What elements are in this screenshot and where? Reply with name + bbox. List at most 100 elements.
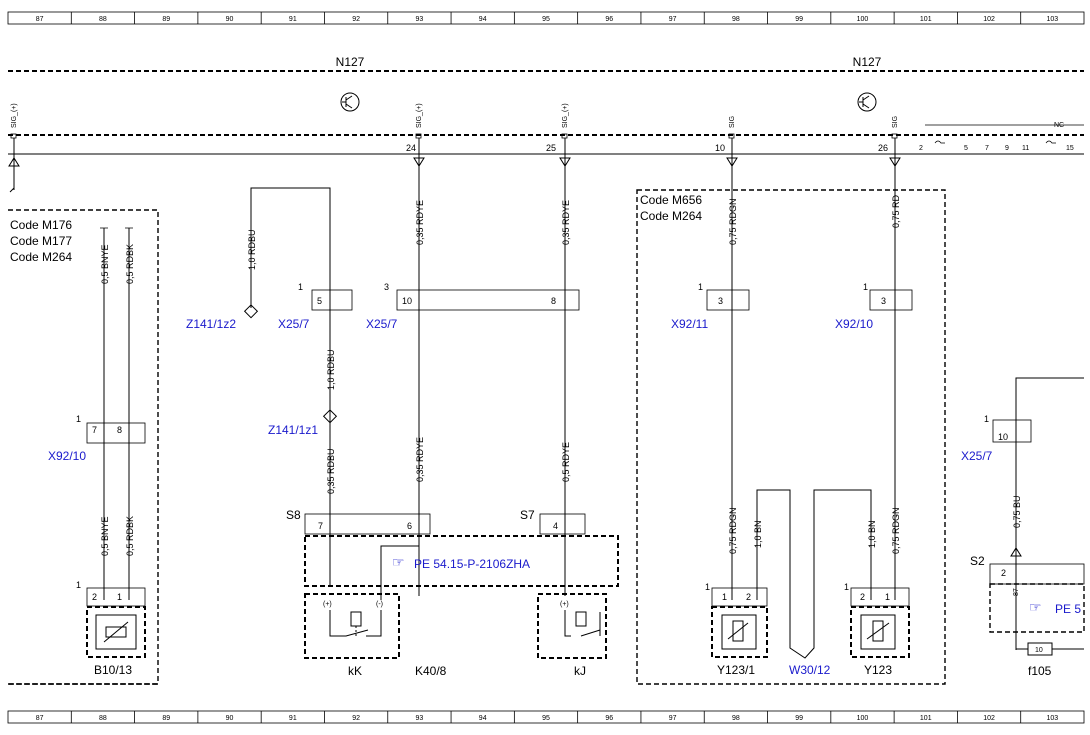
svg-text:15: 15 bbox=[1066, 145, 1074, 152]
relay-k40-8: K40/8 bbox=[415, 664, 447, 678]
grid-number: 92 bbox=[352, 715, 360, 722]
top-pin-10: SIG 10 bbox=[715, 116, 738, 600]
grid-number: 96 bbox=[605, 16, 613, 23]
svg-text:0,75 RDGN: 0,75 RDGN bbox=[891, 507, 901, 554]
reference-pe-5: PE 5 bbox=[1055, 602, 1081, 616]
svg-text:1: 1 bbox=[76, 414, 81, 424]
top-pin-25: SIG_(+) 25 bbox=[546, 103, 571, 596]
svg-text:0,35 RDYE: 0,35 RDYE bbox=[415, 437, 425, 482]
nc-pins: NC 2 5 7 9 11 15 bbox=[919, 122, 1084, 152]
grid-number: 97 bbox=[669, 16, 677, 23]
svg-text:kK: kK bbox=[348, 664, 362, 678]
svg-text:Code M656: Code M656 bbox=[640, 193, 702, 207]
svg-text:1: 1 bbox=[844, 582, 849, 592]
svg-text:SIG_(+): SIG_(+) bbox=[11, 103, 18, 128]
grid-number: 101 bbox=[920, 16, 932, 23]
svg-text:1,0 BN: 1,0 BN bbox=[753, 520, 763, 548]
grid-number: 99 bbox=[795, 715, 803, 722]
svg-text:1: 1 bbox=[722, 592, 727, 602]
splice-z141-1z1: Z141/1z1 bbox=[268, 423, 318, 437]
grid-number: 87 bbox=[36, 16, 44, 23]
svg-text:2: 2 bbox=[860, 592, 865, 602]
svg-text:Code M177: Code M177 bbox=[10, 234, 72, 248]
grid-number: 95 bbox=[542, 16, 550, 23]
svg-text:0,35 RDYE: 0,35 RDYE bbox=[415, 200, 425, 245]
connector-x92-10-right: X92/10 bbox=[835, 317, 873, 331]
svg-text:0,75 RDGN: 0,75 RDGN bbox=[728, 507, 738, 554]
svg-text:25: 25 bbox=[546, 143, 556, 153]
svg-text:S7: S7 bbox=[520, 508, 535, 522]
fuse-f105: f105 bbox=[1028, 664, 1052, 678]
grid-number: 94 bbox=[479, 16, 487, 23]
svg-text:SIG_(+): SIG_(+) bbox=[562, 103, 569, 128]
connector-x25-7-right: X25/7 bbox=[961, 449, 993, 463]
grid-number: 95 bbox=[542, 715, 550, 722]
valve-y123: Y123 bbox=[864, 663, 892, 677]
grid-number: 87 bbox=[36, 715, 44, 722]
sensor-b10-13: B10/13 bbox=[94, 663, 132, 677]
svg-text:2: 2 bbox=[919, 145, 923, 152]
svg-text:X25/7: X25/7 bbox=[278, 317, 310, 331]
svg-text:87: 87 bbox=[1013, 588, 1020, 596]
right-code-block: Code M656 Code M264 0,75 RDGN 0,75 RD 1 … bbox=[636, 189, 946, 685]
svg-text:11: 11 bbox=[1022, 145, 1029, 152]
svg-text:(+): (+) bbox=[560, 601, 569, 608]
svg-text:Code M176: Code M176 bbox=[10, 218, 72, 232]
svg-text:10: 10 bbox=[715, 143, 725, 153]
grid-number: 98 bbox=[732, 715, 740, 722]
ground-w30-12: W30/12 bbox=[789, 663, 831, 677]
wire-rdbu: 1,0 RDBU Z141/1z2 1,0 RDBU Z141/1z1 0,35… bbox=[186, 187, 338, 586]
svg-text:1,0 RDBU: 1,0 RDBU bbox=[247, 229, 257, 270]
svg-text:1: 1 bbox=[863, 282, 868, 292]
far-right-circuit: 1 10 X25/7 0,75 BU S2 2 87 ☞ PE 5 10 f10… bbox=[961, 377, 1085, 678]
svg-text:1: 1 bbox=[117, 592, 122, 602]
svg-text:24: 24 bbox=[406, 143, 416, 153]
svg-text:5: 5 bbox=[317, 296, 322, 306]
svg-text:0,5 BNYE: 0,5 BNYE bbox=[100, 244, 110, 284]
svg-text:Code M264: Code M264 bbox=[10, 250, 72, 264]
svg-text:X25/7: X25/7 bbox=[366, 317, 398, 331]
svg-text:S8: S8 bbox=[286, 508, 301, 522]
transistor-icon bbox=[340, 92, 360, 112]
grid-number: 90 bbox=[226, 16, 234, 23]
grid-number: 91 bbox=[289, 715, 297, 722]
grid-number: 100 bbox=[857, 715, 869, 722]
svg-text:2: 2 bbox=[1001, 568, 1006, 578]
svg-text:(-): (-) bbox=[376, 601, 383, 608]
svg-text:1: 1 bbox=[705, 582, 710, 592]
connector-x92-11: X92/11 bbox=[671, 317, 708, 331]
fuse-rating: 10 bbox=[1035, 647, 1043, 654]
grid-number: 102 bbox=[983, 16, 995, 23]
grid-number: 100 bbox=[857, 16, 869, 23]
transistor-icon bbox=[857, 92, 877, 112]
grid-number: 89 bbox=[162, 16, 170, 23]
module-name-right: N127 bbox=[853, 55, 882, 69]
svg-text:0,5 BNYE: 0,5 BNYE bbox=[100, 516, 110, 556]
grid-number: 96 bbox=[605, 715, 613, 722]
svg-text:6: 6 bbox=[407, 521, 412, 531]
grid-number: 98 bbox=[732, 16, 740, 23]
svg-text:1: 1 bbox=[984, 414, 989, 424]
top-pin-26: SIG 26 bbox=[878, 116, 901, 600]
svg-text:9: 9 bbox=[1005, 145, 1009, 152]
svg-text:2: 2 bbox=[92, 592, 97, 602]
svg-text:3: 3 bbox=[718, 296, 723, 306]
module-name-left: N127 bbox=[336, 55, 365, 69]
grid-number: 102 bbox=[983, 715, 995, 722]
grid-number: 103 bbox=[1047, 16, 1059, 23]
n127-module: N127 N127 bbox=[8, 55, 1084, 155]
svg-text:1: 1 bbox=[298, 282, 303, 292]
grid-number: 91 bbox=[289, 16, 297, 23]
grid-number: 89 bbox=[162, 715, 170, 722]
svg-text:10: 10 bbox=[998, 432, 1008, 442]
x25-7-connector-a: 1 5 X25/7 bbox=[278, 282, 353, 331]
grid-number: 88 bbox=[99, 16, 107, 23]
svg-text:NC: NC bbox=[1054, 122, 1064, 129]
grid-number: 99 bbox=[795, 16, 803, 23]
grid-number: 93 bbox=[416, 715, 424, 722]
svg-text:0,35 RDBU: 0,35 RDBU bbox=[326, 448, 336, 494]
hand-pointer-icon: ☞ bbox=[392, 554, 405, 570]
svg-text:kJ: kJ bbox=[574, 664, 586, 678]
